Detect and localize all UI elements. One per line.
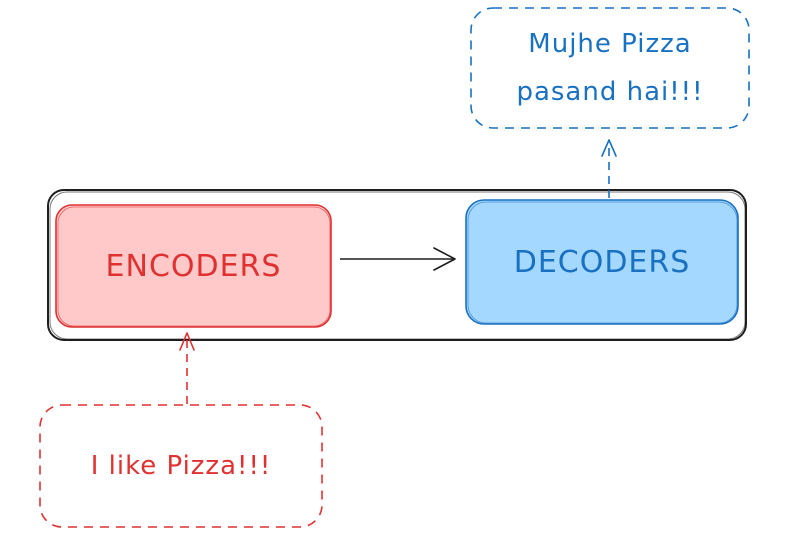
encoder-to-decoder-arrow xyxy=(340,247,456,271)
output-box xyxy=(470,7,750,129)
decoder-to-output-arrow xyxy=(601,139,617,198)
model-container-sketch xyxy=(49,191,746,340)
encoder-box xyxy=(55,204,332,328)
output-text: Mujhe Pizza pasand hai!!! xyxy=(471,8,749,128)
decoder-box xyxy=(465,199,739,325)
encoder-label: ENCODERS xyxy=(105,248,282,284)
model-container xyxy=(47,189,747,341)
decoder-box-sketch xyxy=(467,201,738,324)
output-text-line-1: Mujhe Pizza xyxy=(528,29,692,59)
input-text: I like Pizza!!! xyxy=(90,451,272,481)
output-text-line-2: pasand hai!!! xyxy=(516,77,704,107)
input-to-encoder-arrow xyxy=(179,332,195,404)
decoder-label: DECODERS xyxy=(513,244,691,280)
input-box xyxy=(39,404,323,528)
encoder-box-sketch xyxy=(57,206,331,327)
